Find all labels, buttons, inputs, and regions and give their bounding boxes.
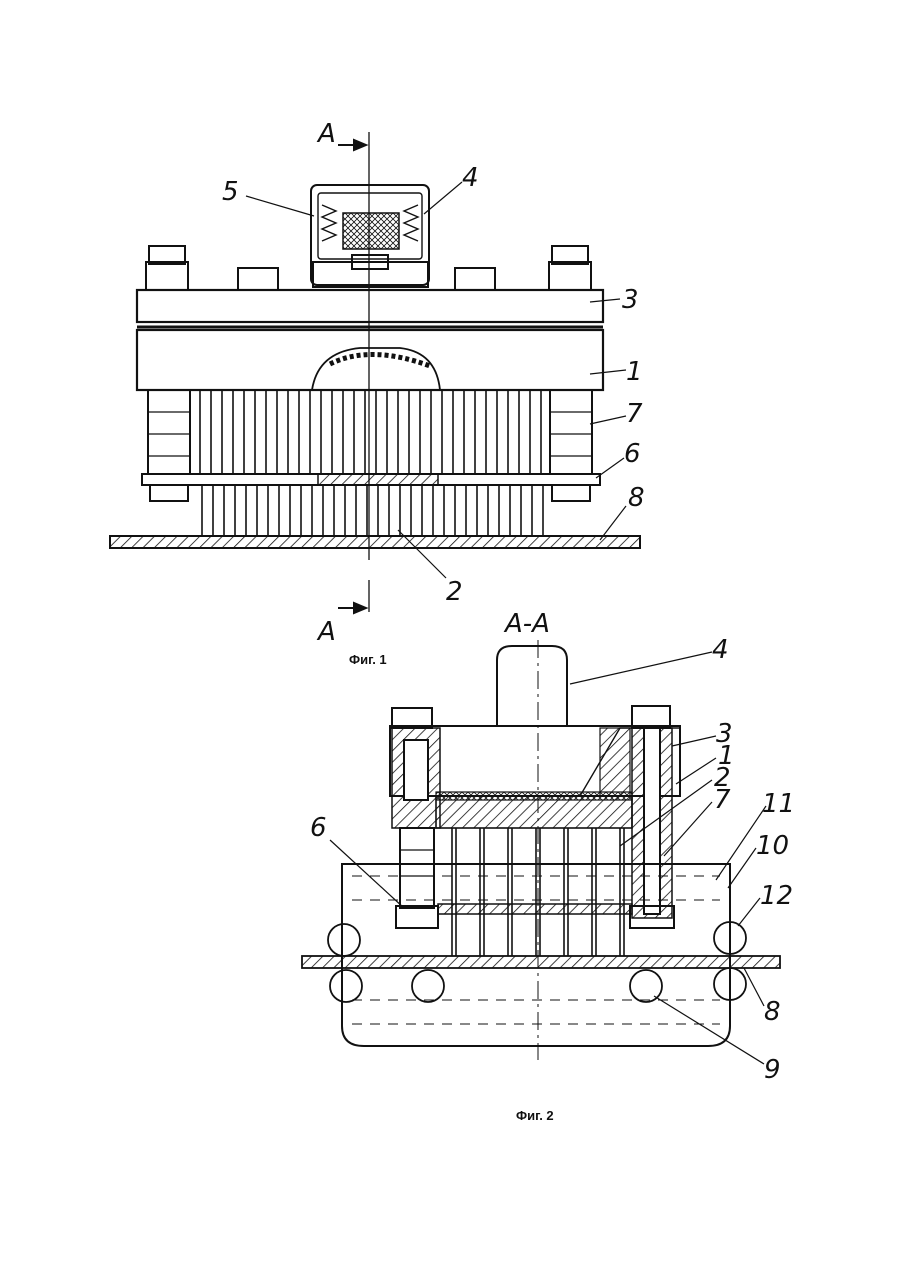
- figure-2-caption: Фиг. 2: [516, 1108, 554, 1123]
- figure-1-caption: Фиг. 1: [349, 652, 387, 667]
- magnet-4: [497, 646, 567, 726]
- body-plate-1: [137, 330, 603, 390]
- callout-11: 11: [762, 789, 795, 819]
- guide-plate-6-section: [438, 904, 632, 914]
- callout-1: 1: [626, 357, 643, 387]
- side-columns-7: [148, 390, 592, 474]
- callout-4: 4: [462, 163, 479, 193]
- leader-lines-fig2: [330, 652, 766, 1064]
- base-strip-8: [110, 536, 640, 548]
- section-mark-bottom: А: [316, 617, 336, 647]
- callout-2: 2: [446, 577, 463, 607]
- callout-6: 6: [624, 439, 641, 469]
- figure-1-front-view: [110, 132, 640, 613]
- callout-4-fig2: 4: [712, 635, 729, 665]
- needle-holder-1: [436, 796, 632, 828]
- callout-7: 7: [626, 399, 643, 429]
- leader-lines: [246, 182, 626, 578]
- needles-2: [200, 390, 543, 536]
- callout-12: 12: [760, 881, 793, 911]
- section-mark-top: А: [316, 119, 336, 149]
- callout-8: 8: [628, 483, 645, 513]
- callout-10: 10: [756, 831, 789, 861]
- callout-7-fig2: 7: [714, 785, 731, 815]
- section-title: А-А: [503, 609, 550, 639]
- cutaway: [312, 348, 440, 390]
- figure-2-section-view: [302, 640, 780, 1064]
- callout-9: 9: [764, 1055, 781, 1085]
- upper-plate-3: [137, 290, 603, 322]
- callout-8-fig2: 8: [764, 997, 781, 1027]
- magnet-housing: [311, 185, 429, 287]
- callout-6-fig2: 6: [310, 813, 327, 843]
- strip-8: [302, 956, 780, 968]
- callout-3: 3: [622, 285, 639, 315]
- callout-5: 5: [222, 177, 239, 207]
